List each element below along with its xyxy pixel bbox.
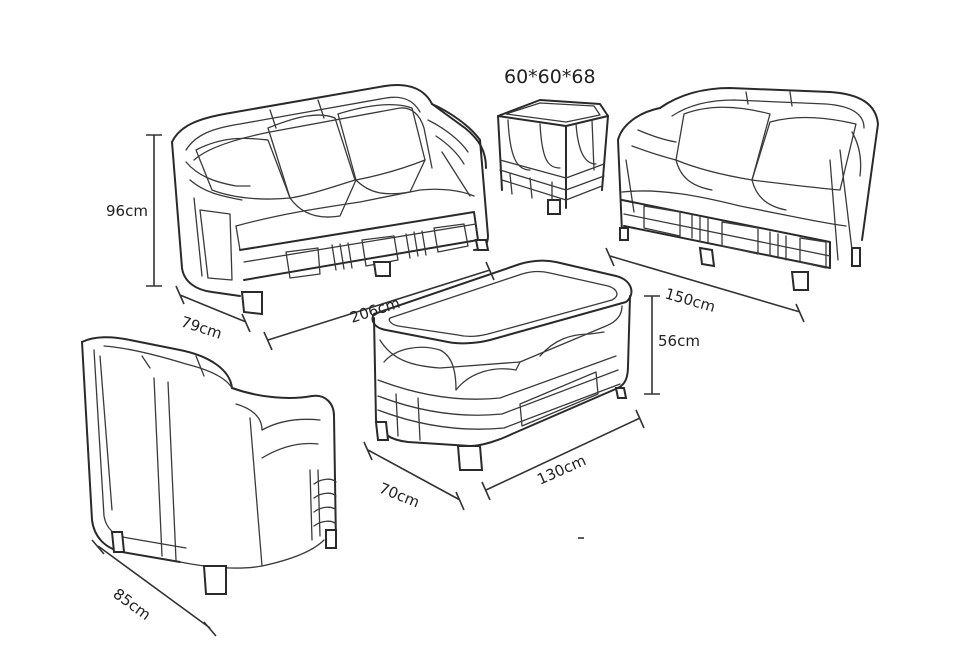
three-seat-sofa [171,84,490,316]
armchair [81,336,337,595]
coffee-table [371,259,633,471]
sofa-three-depth-label: 79cm [179,313,224,343]
sofa-two-width-label: 150cm [663,285,717,316]
side-table-size-label: 60*60*68 [504,66,596,88]
two-seat-sofa [617,87,879,291]
sofa-three-height-label: 96cm [106,202,148,220]
dimension-lines [91,134,805,637]
coffee-table-width-label: 130cm [534,451,588,488]
coffee-table-height-label: 56cm [658,332,700,350]
coffee-table-depth-label: 70cm [377,479,423,511]
armchair-width-label: 85cm [110,585,155,624]
side-table [497,99,609,215]
